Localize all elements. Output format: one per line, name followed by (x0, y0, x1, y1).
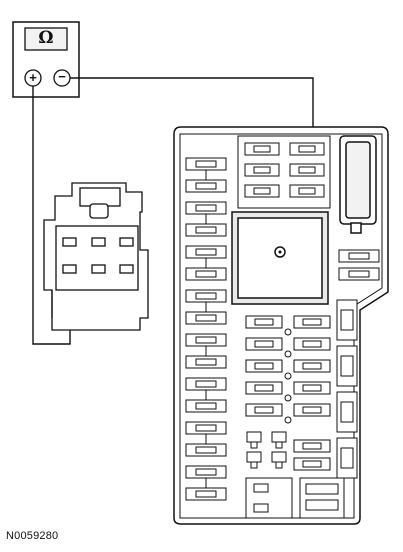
relay-connector-top (79, 187, 121, 207)
fuse (244, 142, 280, 156)
fuse (185, 333, 227, 347)
mini-fuse (271, 431, 287, 449)
fuse (245, 337, 283, 351)
mini-fuse (271, 451, 287, 469)
fuse (293, 337, 331, 351)
fuse (293, 381, 331, 395)
fuse (293, 439, 331, 453)
fuse (293, 403, 331, 417)
fuse (245, 381, 283, 395)
fuse (293, 315, 331, 329)
fuse (185, 443, 227, 457)
fuse (289, 142, 325, 156)
fuse (185, 223, 227, 237)
mini-fuse (246, 431, 262, 449)
figure-code: N0059280 (6, 530, 59, 542)
fuse (289, 163, 325, 177)
ohm-symbol: Ω (38, 28, 54, 48)
negative-lead (70, 77, 314, 150)
mini-fuse (246, 451, 262, 469)
fuse (185, 465, 227, 479)
fuse (244, 184, 280, 198)
fuse (185, 267, 227, 281)
fuse (336, 299, 358, 341)
fuse (185, 421, 227, 435)
minus-terminal-label: − (58, 69, 66, 84)
mini-fuses (246, 431, 331, 471)
relay (43, 182, 149, 331)
bottom-relays (245, 477, 345, 519)
fuse (244, 163, 280, 177)
fuse (185, 245, 227, 259)
plus-terminal-label: + (29, 70, 37, 85)
fuse (338, 267, 380, 281)
fuse-column-right (336, 249, 380, 479)
fuse (185, 487, 227, 501)
fuse (185, 399, 227, 413)
fuse (293, 457, 331, 471)
fuse (185, 289, 227, 303)
fuse-column-left (185, 157, 227, 501)
maxi-fuse-slot (345, 141, 371, 219)
top-fuse-block (237, 135, 331, 209)
relay-pins (62, 237, 134, 274)
fuse (185, 377, 227, 391)
fuse (336, 391, 358, 433)
fuse-block-top (244, 142, 325, 198)
relay-socket-small (245, 477, 293, 519)
fuse (293, 359, 331, 373)
fuse (245, 403, 283, 417)
relay-socket-inner (237, 217, 323, 299)
fuse (336, 345, 358, 387)
fuse (185, 157, 227, 171)
fuse-columns-middle (245, 315, 331, 424)
fuse (185, 201, 227, 215)
fuse (245, 359, 283, 373)
fuse (185, 355, 227, 369)
fuse (185, 179, 227, 193)
fuse (245, 315, 283, 329)
fuse (336, 437, 358, 479)
cavity-square (350, 222, 362, 234)
fuse (338, 249, 380, 263)
fuse (185, 311, 227, 325)
fuse (289, 184, 325, 198)
relay-latch (89, 203, 109, 219)
relay-face (55, 225, 139, 291)
multimeter-display (24, 27, 68, 51)
